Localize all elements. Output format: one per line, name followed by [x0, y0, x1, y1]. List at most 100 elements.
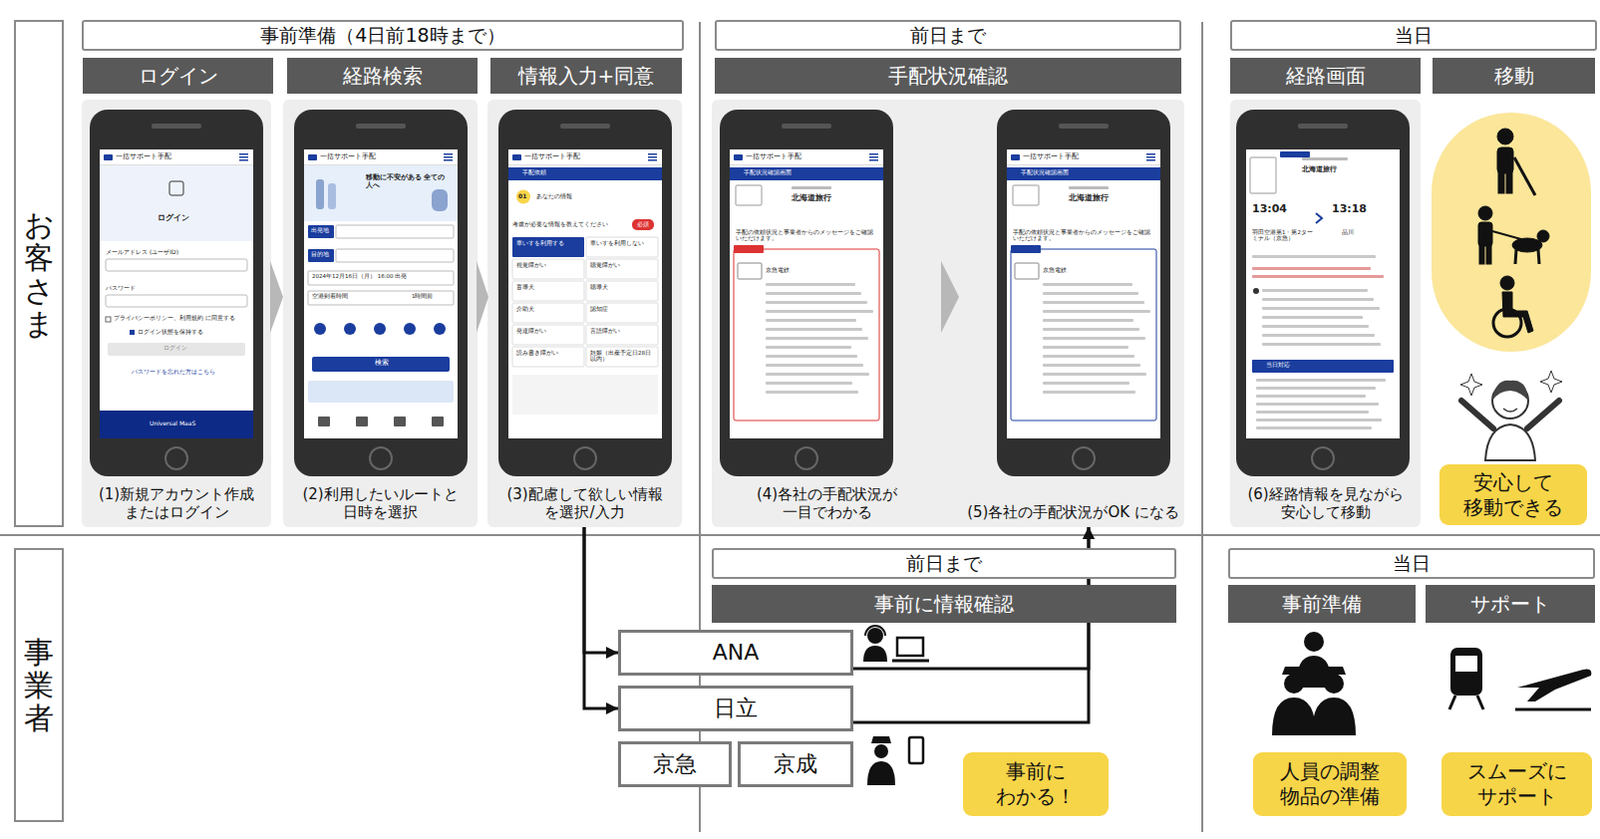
trip-logo: [1012, 185, 1039, 206]
menu-icon: [239, 156, 249, 159]
screen-text: 一括サポート手配: [524, 152, 581, 161]
operator-icon: [863, 626, 930, 662]
leg: [1479, 244, 1485, 265]
option-cell: [586, 346, 658, 367]
screen-text: 言語障がい: [590, 327, 654, 334]
checkbox: [105, 317, 111, 322]
app-logo: [512, 154, 522, 161]
laptop-base: [892, 659, 930, 663]
text-placeholder-bar: [1256, 378, 1386, 382]
node-text: 事業者: [23, 636, 54, 735]
screen-text: 車いすを利用しない: [590, 240, 654, 247]
node-text: (2)利用したいルートと 日時を選択: [286, 485, 475, 524]
option-cell: [512, 237, 585, 258]
menu-icon: [443, 156, 453, 159]
text-placeholder-bar: [1262, 289, 1368, 293]
text-placeholder-bar: [1042, 301, 1145, 305]
screen-panel: (5)各社の手配状況がOK になる: [961, 99, 1185, 528]
screen-text: プライバシーポリシー、利用規約 に同意する: [113, 315, 250, 321]
phase-header: 当日: [1228, 548, 1596, 580]
option-cell: [512, 303, 585, 323]
text-placeholder-bar: [1262, 298, 1374, 302]
title-bar: [729, 167, 884, 181]
screen-text: 検索: [374, 358, 389, 367]
head: [1323, 673, 1344, 694]
phone-mockup: [89, 109, 264, 477]
checkbox: [129, 329, 135, 335]
company-box: 日立: [618, 685, 854, 732]
phone-screen: [304, 149, 458, 439]
screen-text: 空港到着時間: [312, 293, 348, 300]
text-placeholder-bar: [1256, 394, 1366, 398]
home-button: [165, 447, 188, 470]
head: [1303, 632, 1324, 652]
text-placeholder-bar: [1256, 418, 1382, 422]
panel-ground: [1230, 99, 1421, 528]
screen-text: 一括サポート手配: [115, 152, 172, 161]
yellow-blob: [1431, 112, 1592, 352]
node-text: 手配状況確認: [888, 63, 1008, 88]
phone-screen: [99, 149, 254, 439]
text-placeholder-bar: [1256, 386, 1376, 390]
screen-text: 北海道旅行: [1068, 193, 1109, 203]
app-logo: [308, 154, 318, 161]
home-button: [795, 447, 818, 470]
text-placeholder-bar: [1252, 267, 1371, 271]
screen-text: ログイン: [157, 213, 190, 223]
screen-text: 北海道旅行: [1301, 165, 1337, 174]
screen-panel: (6)経路情報を見ながら 安心して移動: [1230, 99, 1421, 528]
text-placeholder-bar: [1256, 410, 1369, 414]
text-placeholder-bar: [1042, 372, 1147, 376]
phone-body: [294, 109, 468, 477]
status-tag: [733, 245, 764, 254]
more-options: [512, 374, 658, 415]
node-text: ログイン: [138, 63, 219, 88]
login-icon: [169, 181, 184, 196]
menu-icon: [239, 153, 249, 156]
screen-text: 聴覚障がい: [590, 262, 654, 269]
footer-bar: [99, 410, 254, 439]
row-divider: [0, 534, 1600, 537]
screen-text: 13:18: [1331, 203, 1367, 217]
company-box: ANA: [618, 630, 854, 676]
phone-speaker: [560, 123, 611, 129]
highlight-box: スムーズに サポート: [1441, 752, 1593, 817]
cap: [1281, 666, 1306, 675]
title-bar: [1006, 167, 1161, 181]
step-header: 経路検索: [287, 57, 478, 94]
text-placeholder-bar: [765, 310, 874, 314]
phone-speaker: [1058, 123, 1109, 129]
body: [1272, 697, 1316, 736]
screen-text: 羽田空港第1・第2ターミナル（京急）: [1252, 229, 1316, 243]
menu-icon: [1146, 153, 1156, 156]
status-card: [1010, 249, 1157, 421]
option-cell: [512, 324, 585, 345]
phone-speaker: [151, 123, 202, 129]
screen-text: 2024年12月16日（月） 16:00 出発: [312, 273, 452, 280]
node-text: 当日: [1394, 23, 1433, 47]
screen-text: 手配状況確認画面: [743, 169, 792, 177]
hair: [1492, 380, 1529, 401]
body: [1497, 147, 1514, 174]
node-text: サポート: [1470, 592, 1551, 617]
nav-icon: [355, 416, 368, 427]
screen-text: 認知症: [590, 306, 654, 313]
text-placeholder-bar: [791, 186, 832, 190]
step-header: 移動: [1432, 57, 1596, 94]
home-button: [1311, 447, 1334, 470]
option-cell: [586, 324, 658, 345]
input-box: [105, 259, 248, 272]
text-placeholder-bar: [1042, 390, 1136, 394]
conductor-icon: [867, 736, 924, 786]
body: [867, 761, 896, 786]
company-box: 京急: [618, 741, 732, 788]
node-text: スムーズに サポート: [1444, 759, 1590, 810]
screen-text: ログイン状態を保持する: [137, 328, 204, 335]
screen-text: メールアドレス (ユーザID): [105, 249, 179, 257]
screen-text: 移動に不安がある 全ての人へ: [365, 173, 450, 190]
node-text: (6)経路情報を見ながら 安心して移動: [1233, 485, 1418, 524]
top-bar-line: [508, 164, 662, 166]
step-header: ログイン: [82, 57, 274, 94]
screen-text: 盲導犬: [516, 284, 581, 291]
